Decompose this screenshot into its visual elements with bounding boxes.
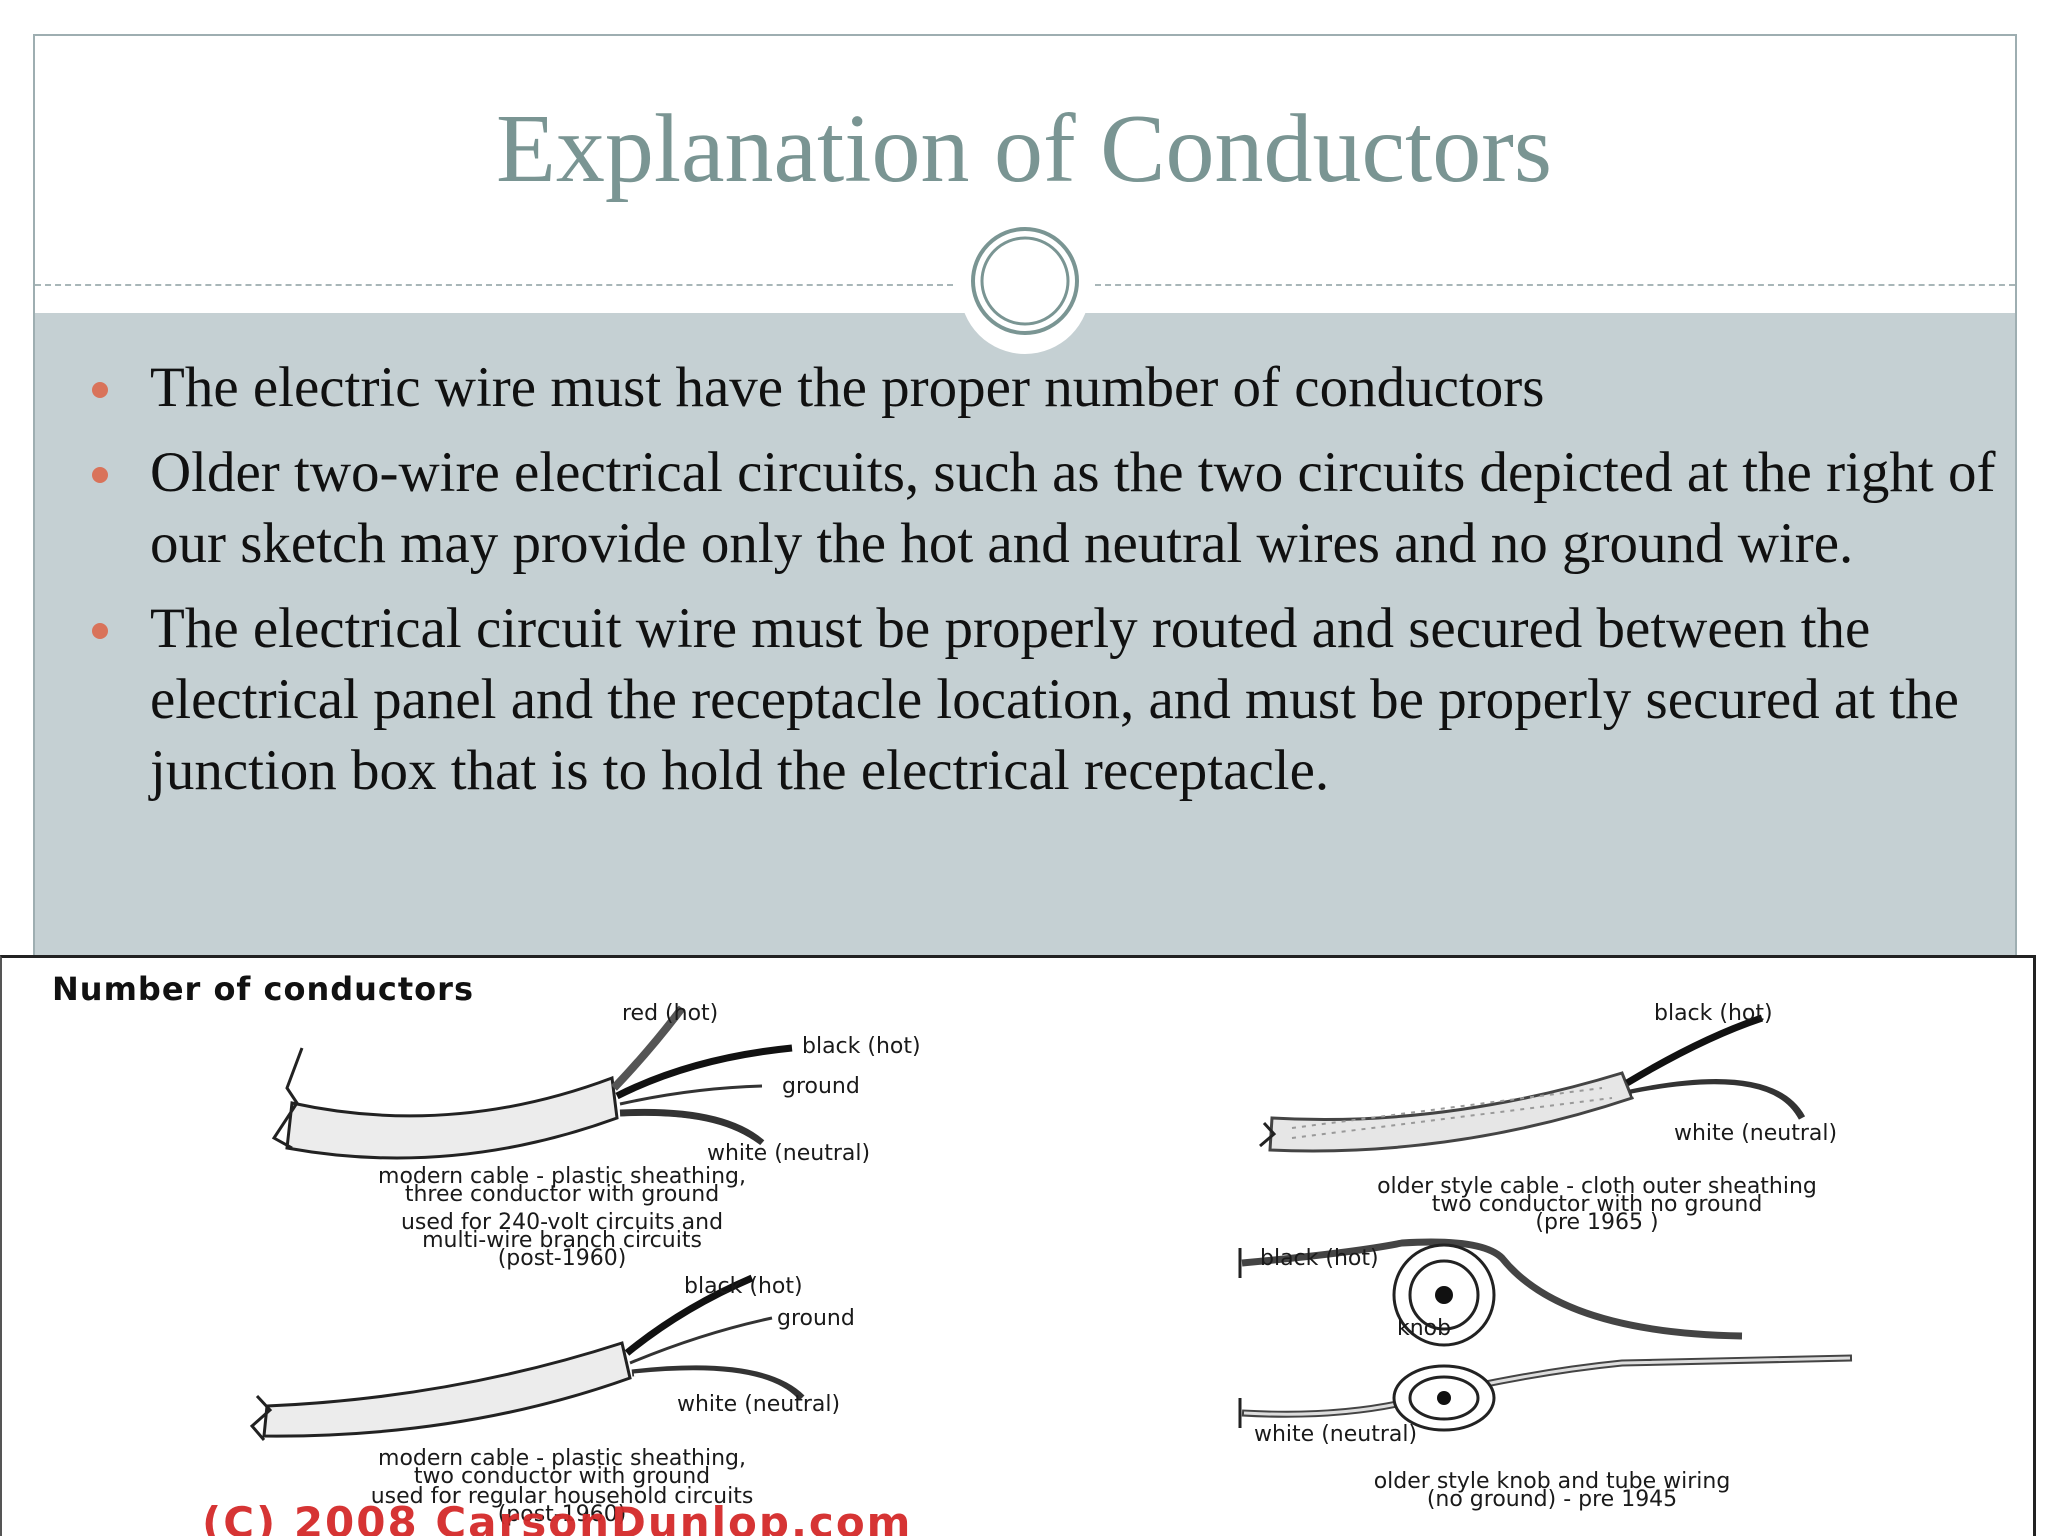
caption-line: older style cable - cloth outer sheathin… [1377, 1174, 1817, 1199]
wire-illustration [249, 1005, 1853, 1441]
usage-line: used for 240-volt circuits and [400, 1210, 724, 1235]
caption-line: older style knob and tube wiring [1373, 1469, 1731, 1494]
caption-line: modern cable - plastic sheathing, [378, 1164, 746, 1189]
label-red-hot: red (hot) [622, 1001, 719, 1026]
label-black-hot: black (hot) [1654, 1001, 1773, 1026]
knob-tube-caption: older style knob and tube wiring (no gro… [1222, 1469, 1882, 1512]
bullet-text: The electrical circuit wire must be prop… [150, 597, 1959, 802]
label-ground: ground [777, 1306, 855, 1331]
bullet-dot-icon [92, 623, 108, 639]
usage-line: multi-wire branch circuits [422, 1228, 702, 1253]
bullet-item: The electric wire must have the proper n… [88, 352, 1998, 423]
label-black-hot: black (hot) [802, 1034, 921, 1059]
circle-ornament-icon [960, 224, 1090, 354]
two-conductor-caption: modern cable - plastic sheathing, two co… [222, 1446, 902, 1489]
label-white-neutral: white (neutral) [677, 1392, 841, 1417]
caption-line: two conductor with no ground [1431, 1192, 1763, 1217]
label-white-neutral: white (neutral) [707, 1141, 871, 1166]
content-band [35, 313, 2015, 958]
caption-line: three conductor with ground [404, 1182, 720, 1207]
bullet-text: The electric wire must have the proper n… [150, 356, 1545, 419]
two-conductor-usage: used for regular household circuits (pos… [222, 1484, 902, 1527]
bullet-list: The electric wire must have the proper n… [88, 352, 1998, 820]
three-conductor-usage: used for 240-volt circuits and multi-wir… [232, 1210, 892, 1271]
label-white-neutral: white (neutral) [1674, 1121, 1838, 1146]
title-divider-right [1095, 284, 2015, 286]
label-knob: knob [1397, 1316, 1452, 1341]
usage-line: (post-1960) [497, 1246, 627, 1271]
label-white-neutral: white (neutral) [1254, 1422, 1418, 1447]
caption-line: modern cable - plastic sheathing, [378, 1446, 746, 1471]
bullet-dot-icon [92, 382, 108, 398]
caption-line: (no ground) - pre 1945 [1426, 1487, 1678, 1512]
copyright-watermark: (C) 2008 CarsonDunlop.com [202, 1498, 913, 1536]
cloth-cable-caption: older style cable - cloth outer sheathin… [1202, 1174, 1992, 1235]
label-ground: ground [782, 1074, 860, 1099]
bullet-text: Older two-wire electrical circuits, such… [150, 441, 1996, 575]
three-conductor-caption: modern cable - plastic sheathing, three … [232, 1164, 892, 1207]
diagram-title: Number of conductors [52, 970, 474, 1008]
bullet-dot-icon [92, 467, 108, 483]
bullet-item: Older two-wire electrical circuits, such… [88, 437, 1998, 579]
caption-line: two conductor with ground [413, 1464, 711, 1489]
label-black-hot: black (hot) [1260, 1246, 1379, 1271]
bullet-item: The electrical circuit wire must be prop… [88, 593, 1998, 806]
label-black-hot: black (hot) [684, 1274, 803, 1299]
title-divider-left [35, 284, 953, 286]
usage-line: used for regular household circuits [370, 1484, 754, 1509]
conductor-diagram: Number of conductors red (hot) black (ho… [0, 955, 2036, 1536]
slide-title: Explanation of Conductors [495, 95, 1553, 203]
usage-line: (post-1960) [497, 1502, 627, 1527]
caption-line: (pre 1965 ) [1535, 1210, 1659, 1235]
